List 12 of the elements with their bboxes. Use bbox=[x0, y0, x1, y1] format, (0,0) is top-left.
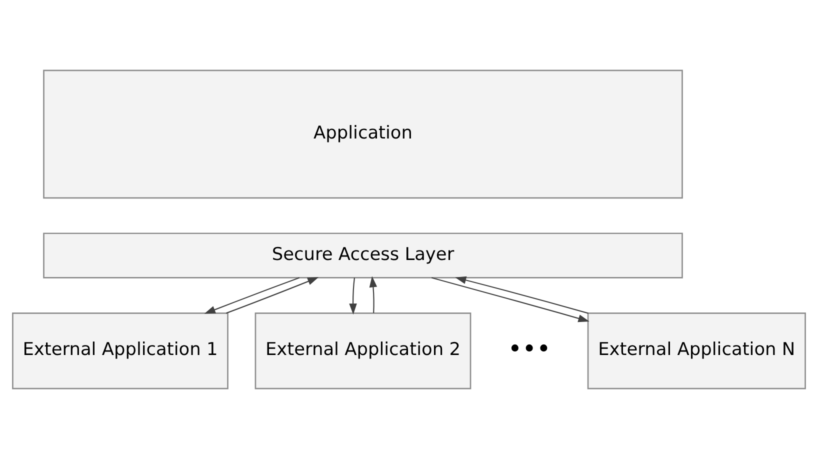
node-box: Application bbox=[43, 70, 683, 199]
node-box: Secure Access Layer bbox=[43, 232, 683, 278]
arrow bbox=[369, 276, 378, 314]
node-box: External Application N bbox=[587, 312, 806, 390]
arrow bbox=[204, 277, 300, 314]
arrow bbox=[431, 277, 590, 322]
arrow bbox=[349, 278, 357, 315]
node-box: External Application 1 bbox=[12, 312, 228, 390]
node-box: External Application 2 bbox=[254, 312, 472, 390]
arrow bbox=[455, 276, 589, 314]
label: ••• bbox=[508, 334, 551, 364]
arrow bbox=[226, 277, 319, 314]
